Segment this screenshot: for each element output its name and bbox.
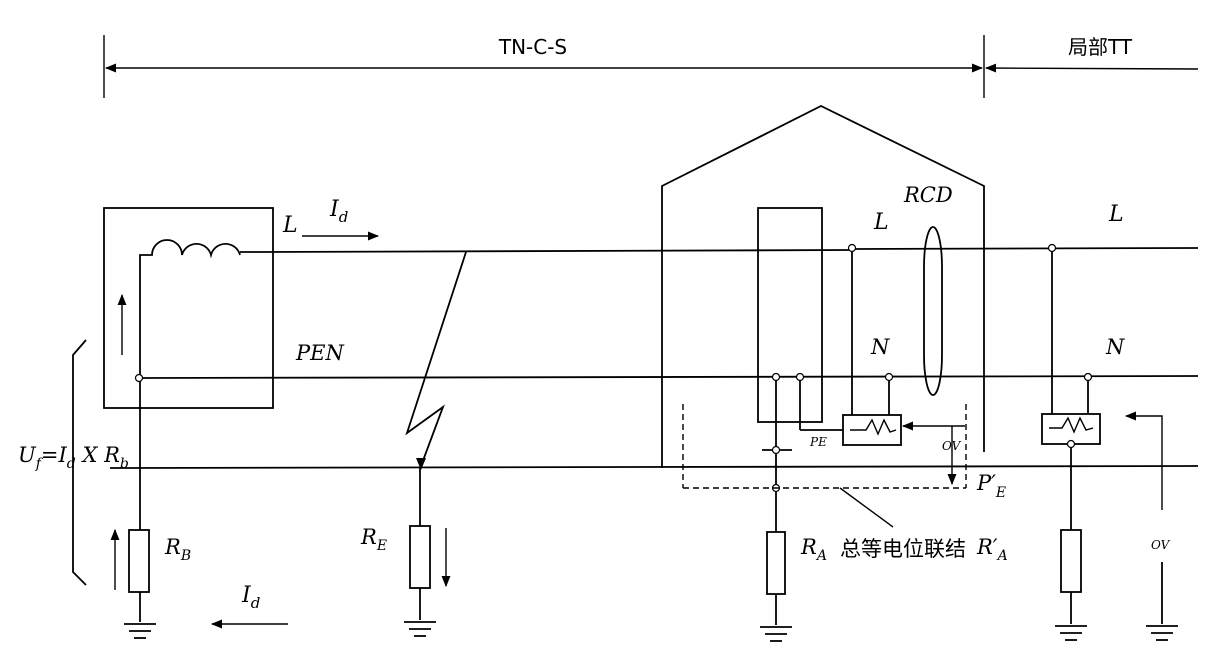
building-l-node xyxy=(847,243,857,253)
tt-ov-path xyxy=(1124,411,1178,641)
building-load xyxy=(842,249,965,486)
ra-prime-label: R′A xyxy=(976,535,1008,564)
earth-conductor xyxy=(109,465,1199,469)
ov-building-label: OV xyxy=(942,439,962,453)
tt-n-node xyxy=(1083,372,1093,382)
uf-bracket xyxy=(72,339,87,586)
building-n-node xyxy=(884,372,894,382)
pe-prime-label: P′E xyxy=(976,471,1006,501)
transformer-box xyxy=(103,207,274,409)
bonding-label: 总等电位联结 xyxy=(840,537,966,561)
pen-source-node xyxy=(134,373,144,383)
bonding-leader xyxy=(839,487,894,528)
building-n-label: N xyxy=(870,335,890,359)
re-label: RE xyxy=(360,525,387,554)
ra-label: RA xyxy=(800,535,827,564)
pen-conductor xyxy=(139,375,1199,379)
l-conductor xyxy=(261,247,1199,253)
fault-earthing xyxy=(404,468,451,637)
rcd-symbol xyxy=(923,226,943,396)
rcd-label: RCD xyxy=(903,183,953,207)
pe-disconnect-node xyxy=(771,445,781,455)
uf-formula-label: Uf=Id X Rb xyxy=(18,443,129,472)
local-tt-label: 局部TT xyxy=(1068,35,1133,59)
tt-pe-node xyxy=(1066,439,1076,449)
tn-c-s-label: TN-C-S xyxy=(498,35,567,59)
building-earthing xyxy=(760,531,792,642)
building-l-label: L xyxy=(873,210,889,235)
fault-path xyxy=(405,251,467,470)
pe-branch xyxy=(762,377,843,532)
id-bottom-label: Id xyxy=(241,583,260,612)
building-outline xyxy=(661,104,985,468)
source-earthing xyxy=(110,378,156,639)
pe-small-label: PE xyxy=(809,435,827,449)
pen-split-node xyxy=(771,372,781,382)
source-l-label: L xyxy=(282,213,298,238)
tt-load xyxy=(1041,248,1101,641)
tt-l-node xyxy=(1047,243,1057,253)
header-dimension-lines xyxy=(103,35,1199,98)
rb-label: RB xyxy=(164,535,191,564)
tt-l-label: L xyxy=(1108,202,1124,227)
id-top-label: Id xyxy=(329,197,348,226)
pen-label: PEN xyxy=(295,341,344,365)
ov-tt-label: OV xyxy=(1151,538,1171,552)
tt-n-label: N xyxy=(1105,335,1125,359)
bonding-dashed-box xyxy=(682,404,967,489)
pe-node xyxy=(795,372,805,382)
distribution-panel xyxy=(757,207,823,423)
